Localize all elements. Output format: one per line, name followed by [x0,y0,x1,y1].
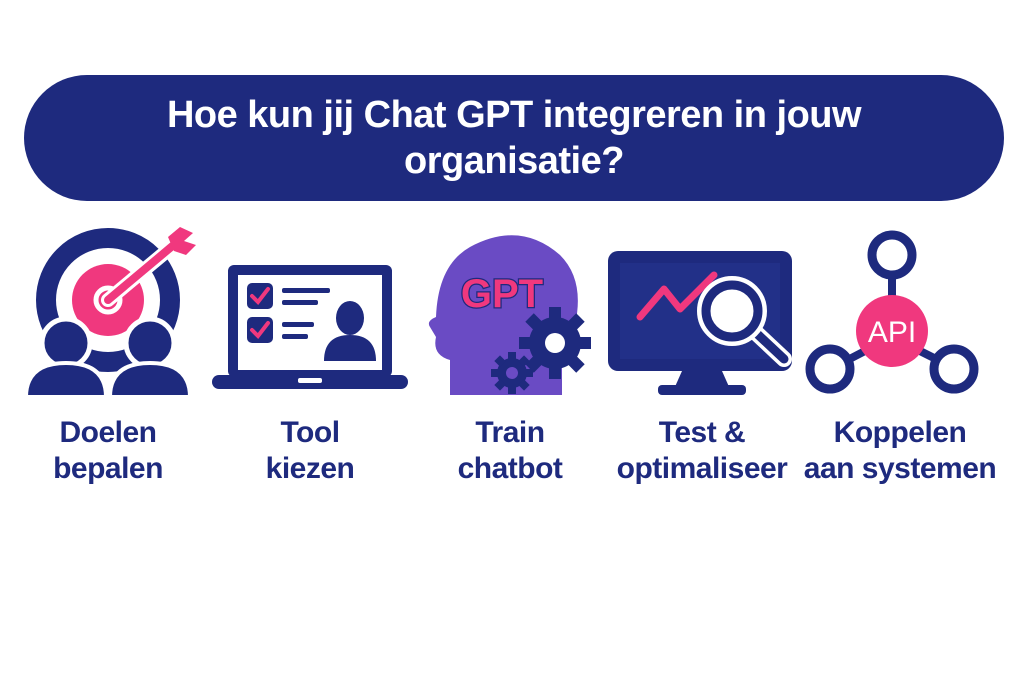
page-title: Hoe kun jij Chat GPT integreren in jouw … [166,94,862,182]
target-people-icon [23,227,196,399]
svg-text:API: API [868,316,916,349]
head-gpt-gears-icon: GPT [428,235,591,395]
api-network-icon: API [805,230,979,394]
step-label: Tool kiezen [265,416,355,485]
step-test-optimaliseer: Test & optimaliseer [602,225,802,495]
step-label: Train chatbot [457,416,563,485]
svg-text:GPT: GPT [461,272,543,316]
title-banner: Hoe kun jij Chat GPT integreren in jouw … [24,75,1004,201]
step-doelen-bepalen: Doelen bepalen [8,225,208,495]
step-koppelen-aan-systemen: API Koppelen aan systemen [800,225,1000,495]
monitor-magnifier-icon [608,251,792,395]
step-train-chatbot: GPT Train chatbot [410,225,610,495]
laptop-checklist-icon [212,265,408,389]
step-label: Koppelen aan systemen [803,416,997,485]
step-label: Doelen bepalen [53,416,163,485]
step-label: Test & optimaliseer [616,416,788,485]
step-tool-kiezen: Tool kiezen [210,225,410,495]
